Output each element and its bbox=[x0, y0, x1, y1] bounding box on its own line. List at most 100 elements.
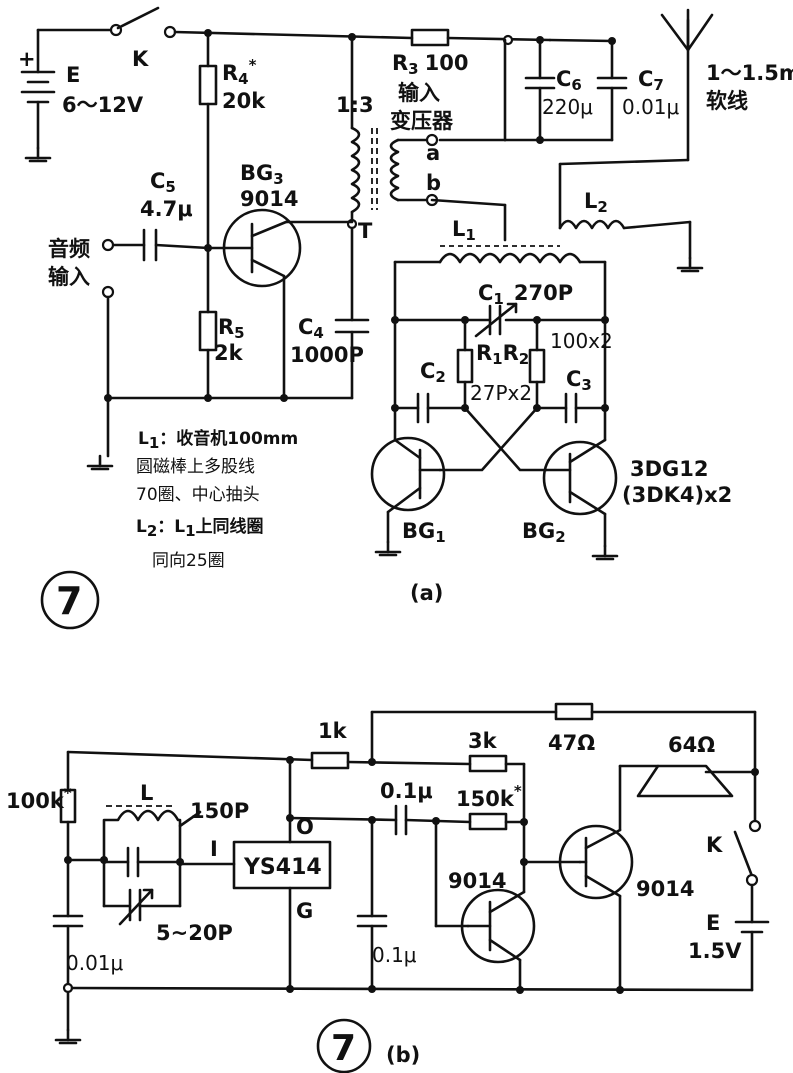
ic-ys414: YS414 I O G bbox=[178, 758, 398, 992]
resistor-r5: R5 2k bbox=[198, 246, 245, 400]
battery-e-a: + E 6～12V bbox=[18, 28, 144, 163]
svg-text:150k*: 150k* bbox=[456, 782, 522, 811]
note-l1-line2: 圆磁棒上多股线 bbox=[136, 457, 255, 477]
figure-b: 47Ω 1k 3k 100k* 0.01μ bbox=[6, 702, 770, 1073]
svg-text:BG2: BG2 bbox=[522, 519, 566, 546]
transformer-ratio: 1:3 bbox=[336, 93, 374, 117]
c-left-value: 0.01μ bbox=[66, 951, 124, 975]
terminal-b: b bbox=[426, 171, 441, 195]
svg-text:100k*: 100k* bbox=[6, 784, 72, 813]
svg-text:C5: C5 bbox=[150, 169, 176, 196]
resistor-r4: R4* 20k bbox=[198, 31, 266, 250]
svg-text:L2：L1上同线圈: L2：L1上同线圈 bbox=[136, 516, 264, 540]
audio-input: 音频 输入 bbox=[48, 237, 115, 471]
osc-model-line2: (3DK4)x2 bbox=[622, 483, 732, 507]
svg-text:R4*: R4* bbox=[222, 56, 257, 88]
coil-l2: L2 bbox=[558, 158, 704, 273]
c6-value: 220μ bbox=[542, 95, 593, 119]
battery-e-b: E 1.5V bbox=[688, 883, 770, 992]
note-l2-line2: 同向25圈 bbox=[152, 551, 225, 571]
c7-value: 0.01μ bbox=[622, 95, 680, 119]
svg-text:R5: R5 bbox=[218, 315, 245, 342]
c-decouple-value: 0.1μ bbox=[372, 943, 417, 967]
svg-text:R1R2: R1R2 bbox=[476, 341, 529, 368]
svg-text:7: 7 bbox=[56, 579, 82, 623]
terminal-a: a bbox=[426, 141, 440, 165]
caption-b: (b) bbox=[386, 1043, 420, 1067]
transistor-bg1: BG1 bbox=[370, 406, 446, 557]
battery-plus-sign: + bbox=[18, 47, 36, 71]
resistor-150k: 150k* bbox=[456, 782, 526, 831]
svg-text:L2: L2 bbox=[584, 189, 608, 216]
coil-l-label: L bbox=[140, 781, 153, 805]
battery-voltage-label: 6～12V bbox=[62, 93, 144, 117]
capacitor-c2: C2 bbox=[393, 318, 467, 424]
switch-k-label: K bbox=[132, 47, 149, 71]
transistor-q1: 9014 bbox=[434, 819, 536, 992]
speaker-value: 64Ω bbox=[668, 733, 715, 757]
q2-model: 9014 bbox=[636, 877, 694, 901]
coil-notes: L1：收音机100mm 圆磁棒上多股线 70圈、中心抽头 L2：L1上同线圈 同… bbox=[136, 428, 298, 571]
svg-text:C4: C4 bbox=[298, 315, 324, 342]
svg-text:L1: L1 bbox=[452, 217, 476, 244]
c-tune-fixed-value: 150P bbox=[190, 799, 249, 823]
pin-i: I bbox=[210, 837, 218, 861]
caption-a: (a) bbox=[410, 581, 443, 605]
r-right-value: 47Ω bbox=[548, 731, 595, 755]
r4-value: 20k bbox=[222, 89, 266, 113]
battery-e-label: E bbox=[66, 63, 80, 87]
capacitor-c3: C3 bbox=[535, 318, 607, 424]
coil-l1: L1 bbox=[393, 198, 607, 264]
q1-model: 9014 bbox=[448, 869, 506, 893]
svg-text:C2: C2 bbox=[420, 359, 446, 386]
capacitor-decouple: 0.1μ bbox=[356, 818, 417, 992]
c4-value: 1000P bbox=[290, 343, 364, 367]
capacitor-c5: C5 4.7μ bbox=[112, 169, 210, 262]
audio-input-line1: 音频 bbox=[48, 237, 90, 261]
bg3-model: 9014 bbox=[240, 187, 298, 211]
terminal-t: T bbox=[358, 219, 373, 243]
figure-number-a: 7 bbox=[40, 570, 100, 630]
audio-input-line2: 输入 bbox=[48, 265, 90, 289]
ic-model: YS414 bbox=[243, 855, 322, 880]
svg-text:L1：收音机100mm: L1：收音机100mm bbox=[138, 428, 298, 452]
c-tune-var-value: 5~20P bbox=[156, 921, 233, 945]
c2-c3-value: 27Px2 bbox=[470, 381, 532, 405]
r-mid-value: 3k bbox=[468, 729, 498, 753]
resistor-r1-r2: R1R2 100x2 bbox=[456, 318, 613, 410]
antenna-wire: 软线 bbox=[706, 89, 748, 113]
r1-r2-value: 100x2 bbox=[550, 329, 613, 353]
input-transformer: 1:3 输入 变压器 a b T bbox=[336, 35, 454, 243]
capacitor-c4: C4 1000P bbox=[290, 226, 370, 400]
svg-text:7: 7 bbox=[331, 1028, 356, 1069]
svg-text:BG1: BG1 bbox=[402, 519, 446, 546]
note-l1-line3: 70圈、中心抽头 bbox=[136, 485, 260, 505]
antenna: 1～1.5m 软线 bbox=[660, 8, 793, 162]
speaker-icon: 64Ω bbox=[618, 733, 757, 798]
svg-text:C7: C7 bbox=[638, 67, 664, 94]
resistor-100k: 100k* bbox=[6, 750, 77, 862]
pin-o: O bbox=[296, 815, 314, 839]
r-top-value: 1k bbox=[318, 719, 348, 743]
transistor-bg2: BG2 3DG12 (3DK4)x2 bbox=[522, 406, 732, 561]
r5-value: 2k bbox=[214, 341, 244, 365]
switch-k-b: K bbox=[706, 770, 762, 887]
transistor-q2: 9014 bbox=[522, 764, 694, 992]
svg-text:BG3: BG3 bbox=[240, 161, 284, 188]
switch-k-a: K bbox=[36, 6, 177, 71]
svg-text:C3: C3 bbox=[566, 367, 592, 394]
capacitor-c7: C7 0.01μ bbox=[596, 39, 680, 142]
battery-voltage-b: 1.5V bbox=[688, 939, 742, 963]
c5-value: 4.7μ bbox=[140, 197, 193, 221]
figure-number-b: 7 bbox=[316, 1018, 372, 1073]
transistor-bg3: BG3 9014 bbox=[206, 161, 354, 400]
pin-g: G bbox=[296, 899, 313, 923]
switch-k-b-label: K bbox=[706, 833, 723, 857]
capacitor-c6: C6 220μ bbox=[524, 38, 593, 142]
